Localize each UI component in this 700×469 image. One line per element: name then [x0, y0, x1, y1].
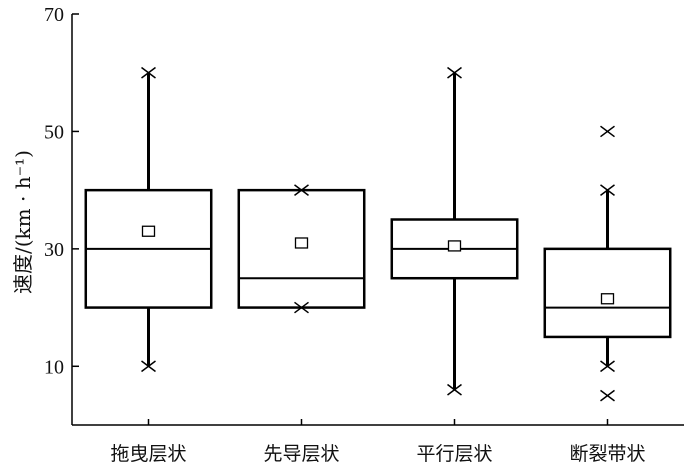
x-category-label: 先导层状	[263, 443, 339, 465]
cross-stroke	[447, 383, 462, 396]
mean-marker	[141, 225, 156, 237]
cross-stroke	[294, 184, 309, 196]
x-category-label: 拖曳层状	[110, 443, 186, 465]
outlier-marker	[600, 125, 615, 138]
cross-stroke	[141, 360, 156, 373]
cross-stroke	[447, 66, 462, 79]
cross-stroke	[600, 184, 615, 196]
min-marker	[447, 383, 462, 396]
max-marker	[294, 184, 309, 196]
max-marker	[447, 66, 462, 79]
x-category-label: 平行层状	[416, 443, 492, 465]
box-4	[543, 125, 672, 402]
cross-stroke	[600, 125, 615, 138]
iqr-box	[543, 247, 672, 339]
mean-marker	[447, 240, 462, 252]
y-tick-label: 50	[44, 121, 64, 143]
y-tick-label: 10	[44, 356, 64, 378]
outlier-marker	[600, 389, 615, 402]
mean-marker	[294, 237, 309, 249]
y-tick-label: 70	[44, 4, 64, 26]
min-marker	[294, 301, 309, 314]
x-category-label: 断裂带状	[569, 443, 645, 465]
axes	[71, 14, 684, 426]
max-marker	[141, 66, 156, 79]
iqr-box	[237, 188, 366, 309]
min-marker	[600, 360, 615, 373]
y-ticks: 10 30 50 70	[44, 4, 79, 378]
max-marker	[600, 184, 615, 196]
box-3	[390, 66, 519, 396]
cross-stroke	[600, 360, 615, 373]
min-marker	[141, 360, 156, 373]
cross-stroke	[294, 301, 309, 314]
y-tick-label: 30	[44, 239, 64, 261]
x-labels: 拖曳层状 先导层状 平行层状 断裂带状	[110, 419, 646, 465]
cross-stroke	[141, 66, 156, 79]
cross-stroke	[600, 389, 615, 402]
mean-marker	[600, 293, 615, 305]
box-2	[237, 184, 366, 314]
y-axis-title: 速度/(km · h⁻¹)	[11, 150, 35, 294]
box-1	[84, 66, 213, 373]
boxes	[84, 66, 672, 402]
